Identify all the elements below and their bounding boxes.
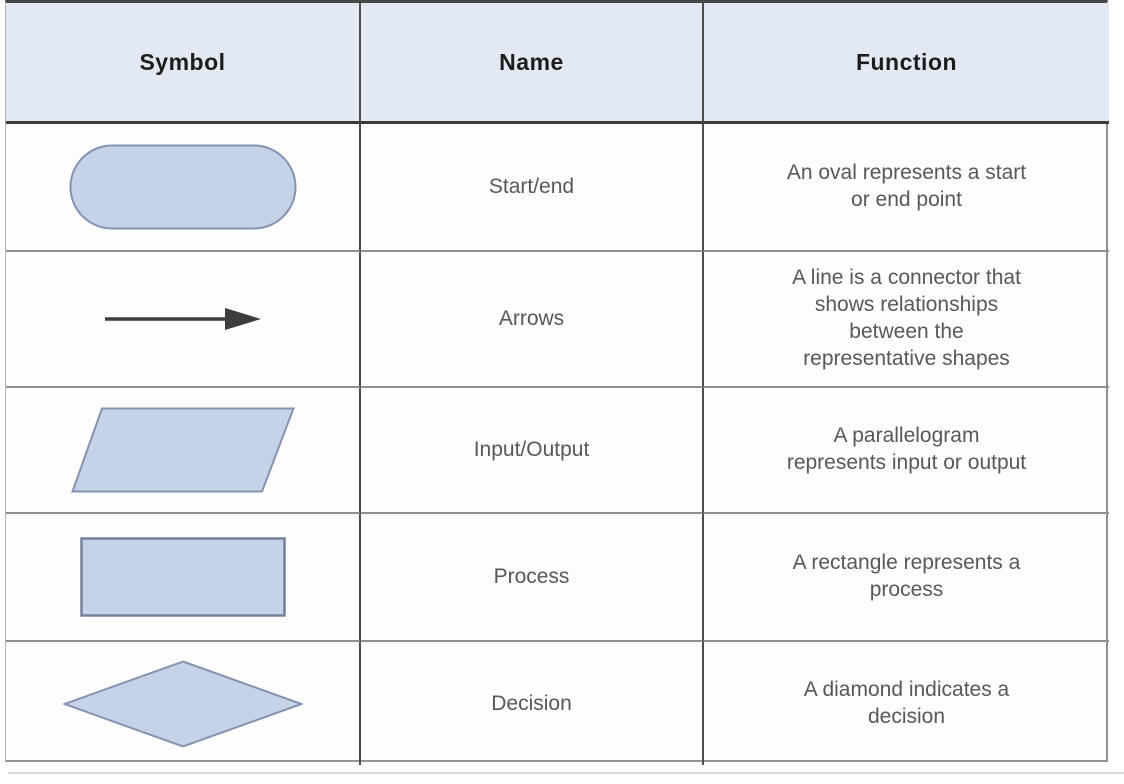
parallelogram-shape-icon <box>70 407 295 493</box>
table-row-process-function: A rectangle represents a process <box>704 514 1109 642</box>
row-name: Decision <box>491 691 572 715</box>
table-row-inputoutput-name: Input/Output <box>361 388 704 514</box>
row-name: Input/Output <box>473 438 590 461</box>
table-row-startend-name: Start/end <box>361 124 704 252</box>
table-row-arrows-name: Arrows <box>361 252 704 388</box>
table-row-startend-symbol <box>6 124 361 252</box>
header-cell-name: Name <box>361 3 704 124</box>
row-function: A rectangle represents a process <box>792 551 1021 601</box>
table-row-arrows-symbol <box>6 252 361 388</box>
table-row-process-name: Process <box>361 514 704 642</box>
table-row-process-symbol <box>6 514 361 642</box>
table-row-inputoutput-function: A parallelogram represents input or outp… <box>704 388 1109 514</box>
row-function: A line is a connector that shows relatio… <box>792 266 1021 370</box>
table-row-decision-symbol <box>6 642 361 765</box>
header-label-name: Name <box>499 48 564 75</box>
table-row-decision-name: Decision <box>361 642 704 765</box>
row-function: A parallelogram represents input or outp… <box>786 424 1027 474</box>
table-row-startend-function: An oval represents a start or end point <box>704 124 1109 252</box>
row-name: Start/end <box>488 175 575 198</box>
table-row-arrows-function: A line is a connector that shows relatio… <box>704 252 1109 388</box>
table-row-decision-function: A diamond indicates a decision <box>704 642 1109 765</box>
header-label-function: Function <box>855 48 958 75</box>
rectangle-shape-icon <box>79 537 286 617</box>
header-label-symbol: Symbol <box>139 48 226 75</box>
table-row-inputoutput-symbol <box>6 388 361 514</box>
oval-shape-icon <box>69 144 296 230</box>
arrow-shape-icon <box>104 308 261 330</box>
page-bottom-divider <box>8 772 1124 774</box>
header-cell-function: Function <box>704 3 1109 124</box>
row-name: Arrows <box>498 307 565 330</box>
row-function: A diamond indicates a decision <box>803 677 1010 728</box>
row-function: An oval represents a start or end point <box>786 161 1027 211</box>
diamond-shape-icon <box>62 659 303 748</box>
row-name: Process <box>493 565 570 588</box>
header-cell-symbol: Symbol <box>6 3 361 124</box>
symbol-table: Symbol Name Function Start/end An oval r… <box>5 0 1109 765</box>
